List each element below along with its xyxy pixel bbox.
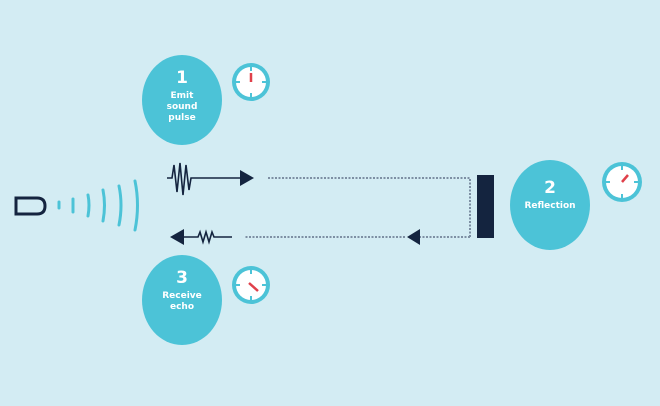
step-1-label: 1 Emit sound pulse [142, 68, 222, 124]
step-number: 3 [176, 268, 188, 288]
step-number: 1 [176, 68, 188, 88]
arrowhead-right [240, 170, 254, 186]
step-3-label: 3 Receive echo [142, 268, 222, 313]
clock-icon [232, 63, 270, 101]
pulse-icon [167, 162, 240, 196]
step-text: Receive echo [162, 291, 202, 312]
step-text: Reflection [524, 201, 576, 211]
echo-icon [183, 229, 232, 245]
clock-icon [232, 266, 270, 304]
step-3-circle [142, 255, 222, 345]
step-1-circle [142, 55, 222, 145]
step-2-circle [510, 160, 590, 250]
clock-icon [602, 162, 642, 202]
step-number: 2 [544, 178, 556, 198]
step-text: Emit sound pulse [166, 91, 198, 123]
reflector-icon [477, 175, 494, 238]
arrowhead-left-2 [170, 229, 184, 245]
sensor-icon [14, 196, 47, 216]
sound-waves-icon [57, 179, 139, 232]
outgoing-path [268, 177, 471, 237]
arrowhead-left [407, 229, 420, 245]
step-2-label: 2 Reflection [510, 178, 590, 212]
